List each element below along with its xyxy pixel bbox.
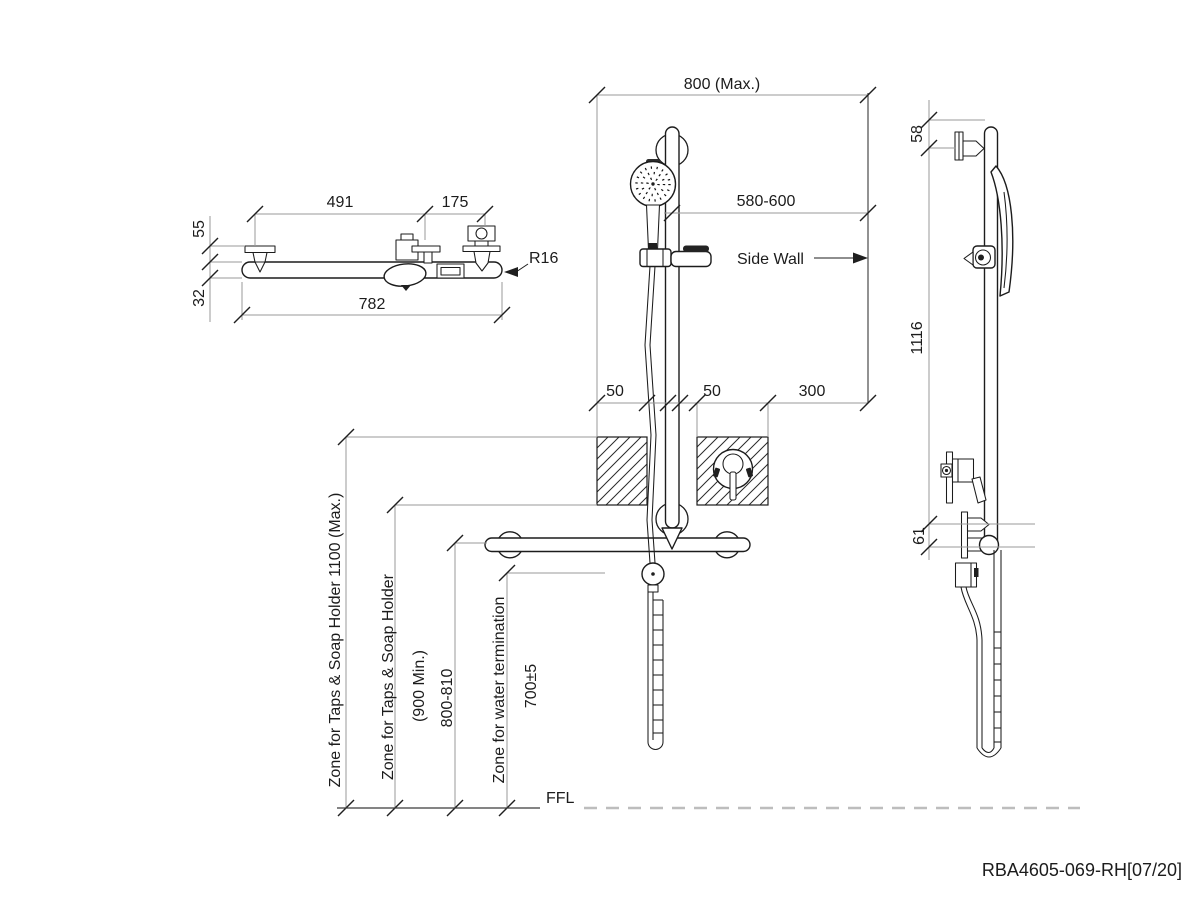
side-slide-rail [983, 126, 999, 551]
water-connector [641, 562, 665, 593]
side-mixer [940, 451, 987, 504]
zone-dimensions: Zone for Taps & Soap Holder 1100 (Max.) … [327, 428, 1080, 817]
shower-head [629, 159, 677, 208]
plan-mixer [383, 233, 441, 291]
mixer-face [712, 448, 754, 501]
zone-taps-1100-label: Zone for Taps & Soap Holder 1100 (Max.) [327, 493, 344, 788]
grab-rail [484, 537, 751, 553]
side-water-outlet [954, 562, 979, 588]
side-elevation: 58 1116 61 [909, 100, 1035, 758]
plan-dim-782: 782 [359, 296, 386, 313]
zone-taps-label: Zone for Taps & Soap Holder [380, 573, 397, 780]
water-termination-zone-box [596, 436, 648, 506]
slider-bracket [639, 248, 672, 268]
zone-water-termination-label: Zone for water termination [491, 597, 508, 784]
side-shower-head [990, 165, 1014, 297]
plan-dim-491: 491 [327, 194, 354, 211]
ffl-label: FFL [546, 790, 575, 807]
side-wall-label: Side Wall [737, 251, 804, 268]
plan-r16-leader [504, 263, 529, 277]
zone-taps-900-min-label: (900 Min.) [411, 650, 428, 722]
dim-50-left: 50 [606, 383, 624, 400]
dim-61: 61 [911, 527, 928, 545]
shower-handle [645, 204, 661, 251]
side-hose [960, 550, 1002, 758]
dim-50-right: 50 [703, 383, 721, 400]
dim-580-600: 580-600 [737, 193, 796, 210]
dim-300: 300 [799, 383, 826, 400]
plan-slider [436, 263, 465, 279]
dim-800-max: 800 (Max.) [684, 76, 760, 93]
plan-left-flange [244, 245, 276, 273]
front-elevation: 800 (Max.) 580-600 Side Wall 50 50 300 [484, 76, 877, 750]
plan-dim-r16: R16 [529, 250, 558, 267]
side-wall-callout: Side Wall [737, 251, 868, 268]
soap-dish [670, 245, 712, 268]
plan-dim-32: 32 [191, 289, 208, 307]
hose-hanging [647, 592, 664, 750]
plan-handshower-holder [462, 225, 501, 272]
dim-800-810: 800-810 [439, 669, 456, 728]
dim-1116: 1116 [909, 321, 926, 354]
plan-view: 491 175 55 32 782 R16 [191, 194, 558, 324]
plan-dim-175: 175 [442, 194, 469, 211]
part-number: RBA4605-069-RH[07/20] [982, 860, 1182, 880]
dim-700-plus-minus-5: 700±5 [523, 664, 540, 708]
hose-upper [644, 265, 657, 564]
plan-dim-55: 55 [191, 220, 208, 238]
side-slider-bracket [963, 245, 996, 269]
dim-58: 58 [909, 125, 926, 143]
rail-bottom-cone [661, 527, 683, 550]
side-top-flange [954, 131, 985, 161]
